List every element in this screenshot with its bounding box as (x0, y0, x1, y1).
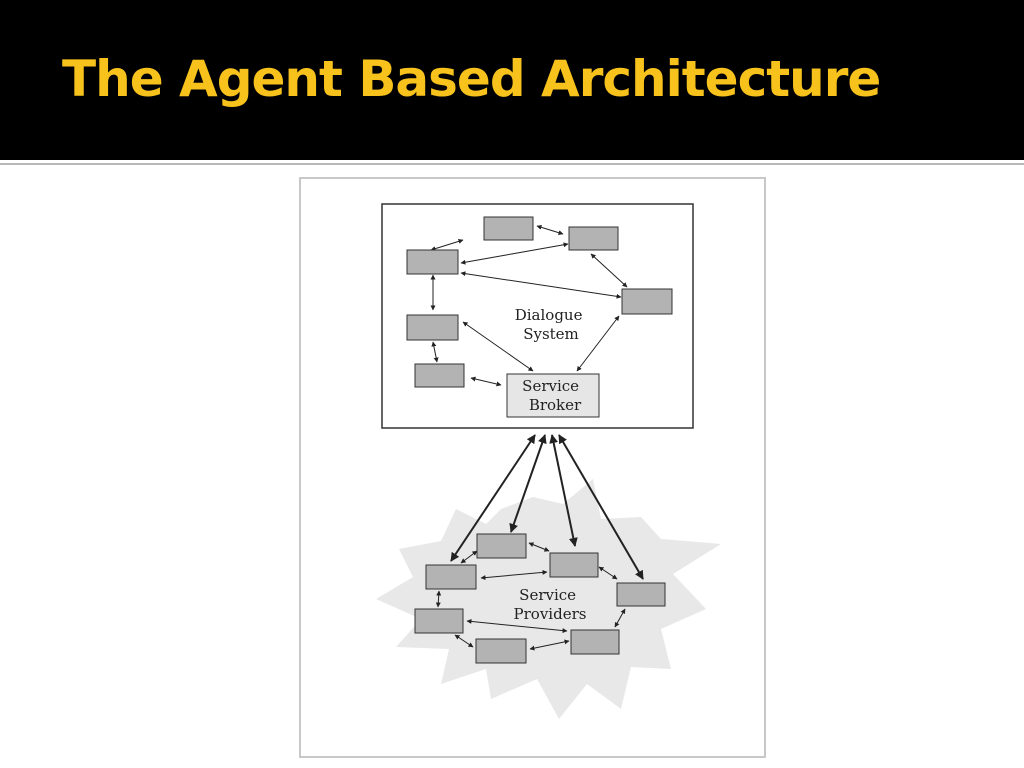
dialogue-system-label: System (523, 325, 579, 343)
agent-box (616, 582, 666, 607)
svg-text:Service Broker: Service Broker (522, 377, 584, 414)
agent-box (414, 608, 464, 634)
agent-box (621, 288, 673, 315)
slide-title: The Agent Based Architecture (62, 50, 881, 108)
title-bar: The Agent Based Architecture (0, 0, 1024, 160)
agent-box (568, 226, 619, 251)
architecture-diagram: Dialogue System Service Broker (376, 203, 721, 719)
agent-box (406, 314, 459, 341)
service-broker-label: Broker (529, 396, 582, 414)
service-broker-box (506, 373, 600, 418)
title-divider (0, 163, 1024, 165)
agent-box (425, 564, 477, 590)
agent-box (406, 249, 459, 275)
provider-arrows (435, 542, 626, 651)
svg-text:Dialogue System: Dialogue System (515, 306, 588, 343)
service-providers-label: Providers (514, 605, 587, 623)
architecture-figure: Dialogue System Service Broker (299, 177, 766, 758)
agent-box (475, 638, 527, 664)
agent-box (570, 629, 620, 655)
svg-text:Service Providers: Service Providers (514, 586, 587, 623)
dialogue-agents (406, 216, 673, 388)
provider-agents (414, 533, 666, 664)
dialogue-system-label: Dialogue (515, 306, 583, 324)
agent-box (483, 216, 534, 241)
service-providers-label: Service (519, 586, 576, 604)
service-broker-label: Service (522, 377, 579, 395)
agent-box (549, 552, 599, 578)
agent-box (414, 363, 465, 388)
dialogue-arrows (430, 224, 628, 387)
broker-provider-arrows (450, 434, 644, 580)
agent-box (476, 533, 527, 559)
